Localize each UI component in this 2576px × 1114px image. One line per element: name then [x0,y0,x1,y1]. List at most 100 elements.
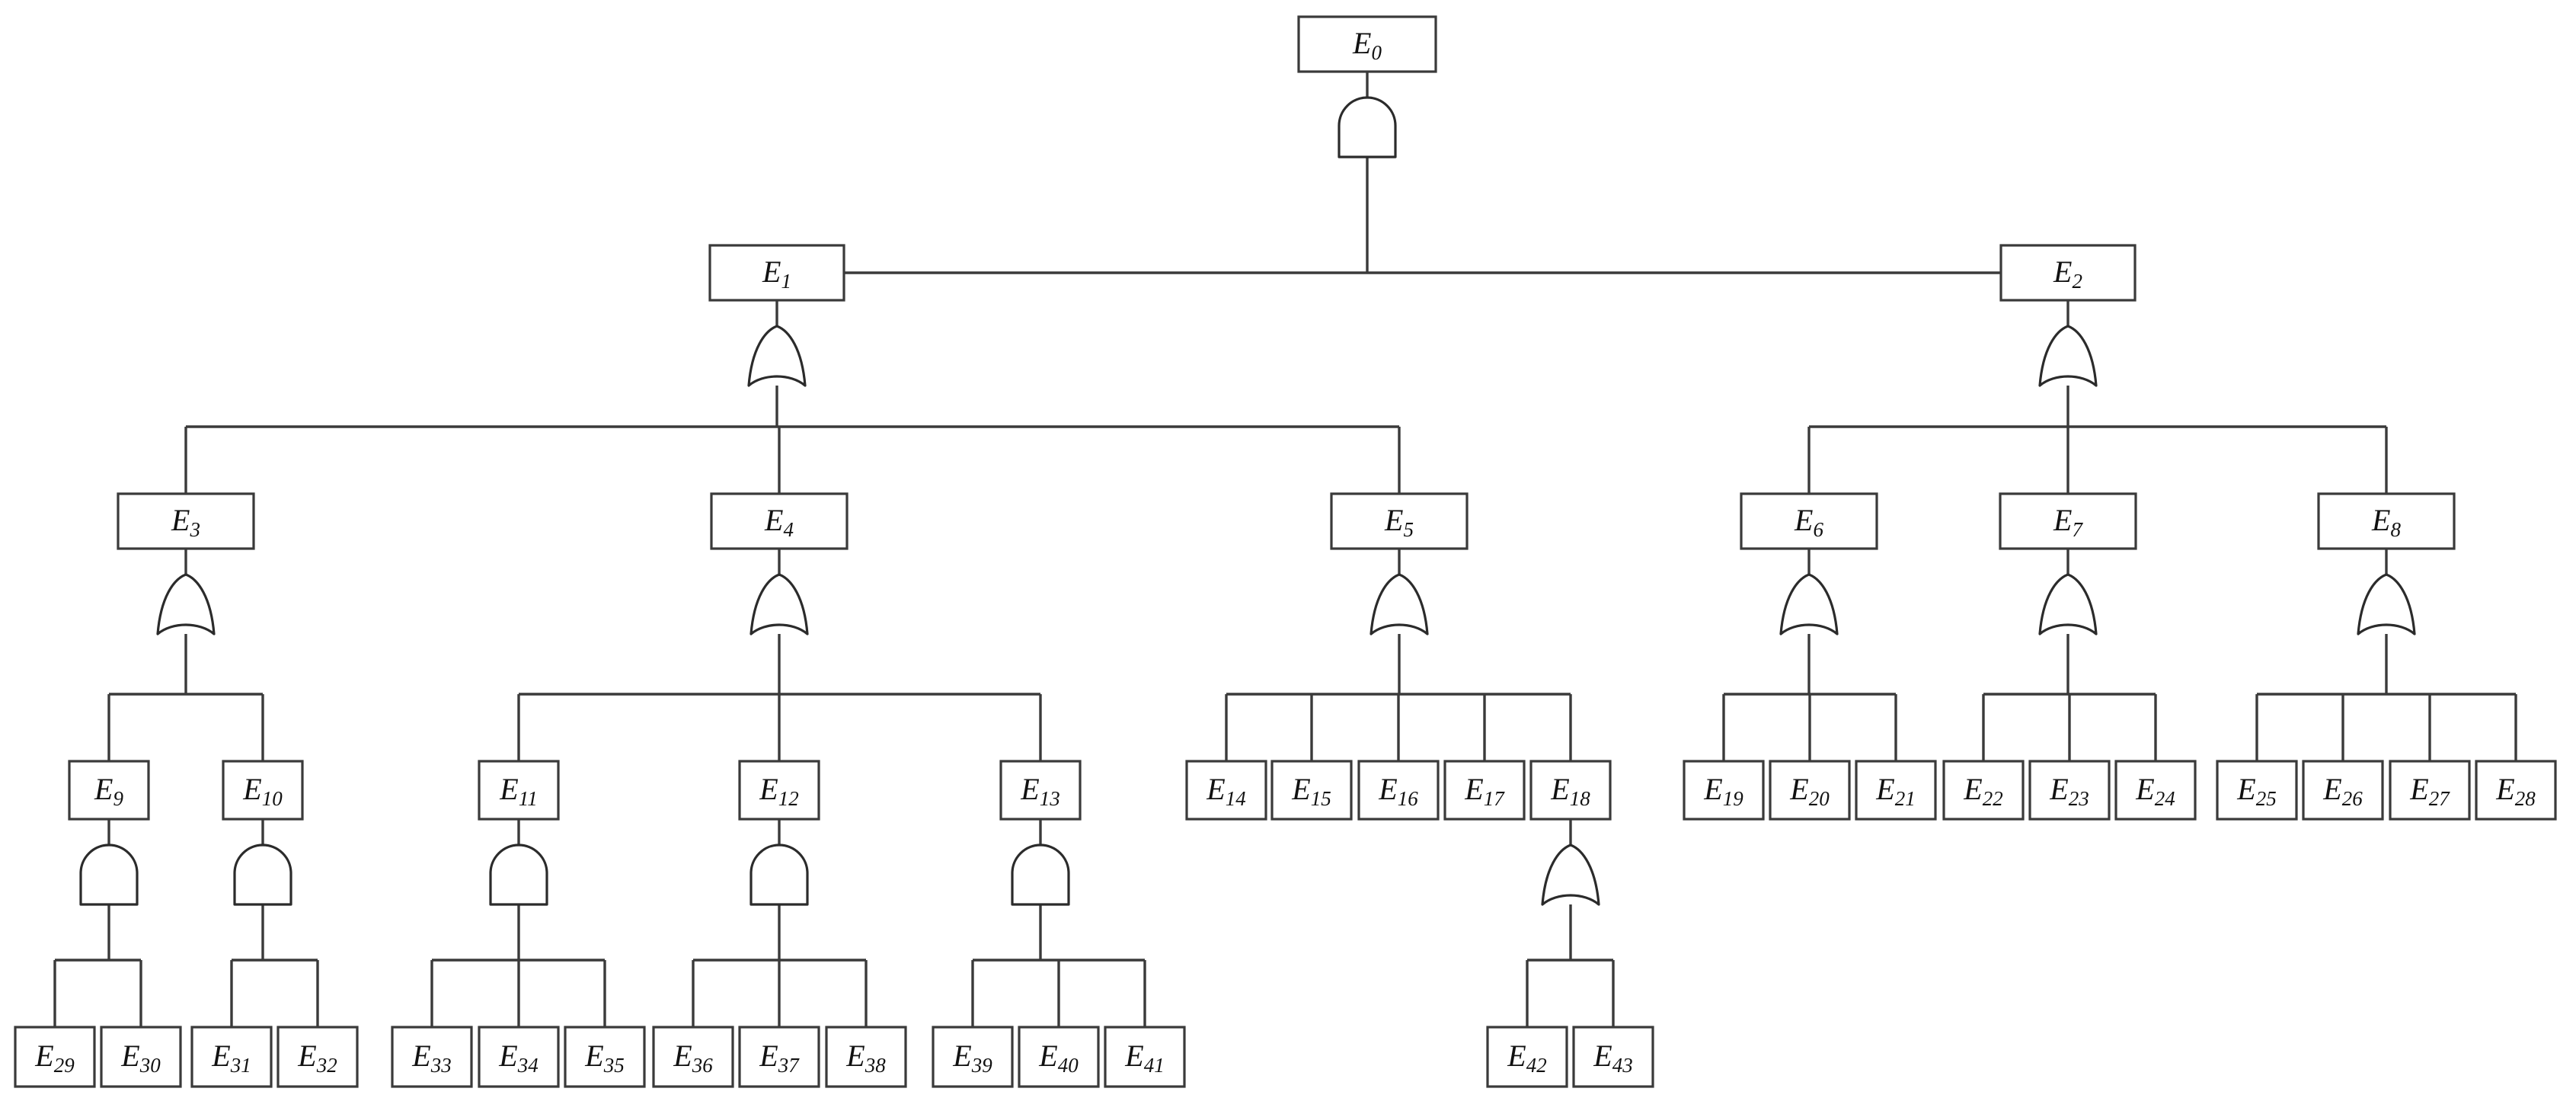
node-label: E10 [242,772,283,810]
and-gate-e10 [233,844,292,906]
and-gate-e9 [79,844,139,906]
node-e33[interactable]: E33 [391,1026,473,1088]
node-box[interactable] [14,1026,96,1088]
node-e6[interactable]: E6 [1740,492,1878,550]
node-e23[interactable]: E23 [2028,760,2111,821]
node-e8[interactable]: E8 [2317,492,2456,550]
node-e18[interactable]: E18 [1529,760,1612,821]
node-box[interactable] [68,760,150,821]
node-box[interactable] [564,1026,646,1088]
node-e19[interactable]: E19 [1683,760,1765,821]
node-box[interactable] [738,1026,820,1088]
or-gate-e18 [1541,844,1600,906]
node-e31[interactable]: E31 [190,1026,273,1088]
node-e29[interactable]: E29 [14,1026,96,1088]
node-box[interactable] [478,760,560,821]
node-e9[interactable]: E9 [68,760,150,821]
node-box[interactable] [2114,760,2197,821]
node-e35[interactable]: E35 [564,1026,646,1088]
node-e34[interactable]: E34 [478,1026,560,1088]
node-label: E16 [1378,772,1418,810]
node-e17[interactable]: E17 [1443,760,1526,821]
node-e12[interactable]: E12 [738,760,820,821]
node-e38[interactable]: E38 [825,1026,907,1088]
node-e21[interactable]: E21 [1855,760,1937,821]
node-e13[interactable]: E13 [999,760,1082,821]
node-e27[interactable]: E27 [2389,760,2471,821]
node-e41[interactable]: E41 [1104,1026,1186,1088]
node-box[interactable] [932,1026,1014,1088]
node-e30[interactable]: E30 [100,1026,182,1088]
node-e37[interactable]: E37 [738,1026,820,1088]
node-box[interactable] [1769,760,1851,821]
node-label: E12 [759,772,798,810]
node-box[interactable] [1018,1026,1100,1088]
node-box[interactable] [1443,760,1526,821]
node-e40[interactable]: E40 [1018,1026,1100,1088]
node-box[interactable] [1740,492,1878,550]
node-box[interactable] [1529,760,1612,821]
node-e2[interactable]: E2 [1999,244,2137,302]
node-label: E31 [211,1039,251,1077]
node-box[interactable] [1999,492,2137,550]
node-label: E1 [762,254,791,293]
node-e14[interactable]: E14 [1185,760,1267,821]
node-box[interactable] [1330,492,1469,550]
node-box[interactable] [1683,760,1765,821]
node-e24[interactable]: E24 [2114,760,2197,821]
node-e3[interactable]: E3 [117,492,255,550]
node-label: E34 [498,1039,538,1077]
node-e16[interactable]: E16 [1357,760,1440,821]
node-e5[interactable]: E5 [1330,492,1469,550]
node-box[interactable] [2028,760,2111,821]
node-box[interactable] [190,1026,273,1088]
node-e39[interactable]: E39 [932,1026,1014,1088]
node-box[interactable] [100,1026,182,1088]
node-e36[interactable]: E36 [652,1026,734,1088]
node-e28[interactable]: E28 [2475,760,2557,821]
node-e10[interactable]: E10 [222,760,304,821]
node-box[interactable] [2317,492,2456,550]
node-e25[interactable]: E25 [2216,760,2298,821]
node-box[interactable] [708,244,845,302]
node-e7[interactable]: E7 [1999,492,2137,550]
node-box[interactable] [1572,1026,1654,1088]
node-box[interactable] [222,760,304,821]
node-box[interactable] [2216,760,2298,821]
node-e43[interactable]: E43 [1572,1026,1654,1088]
node-box[interactable] [738,760,820,821]
node-e11[interactable]: E11 [478,760,560,821]
node-box[interactable] [1270,760,1353,821]
node-e22[interactable]: E22 [1942,760,2025,821]
node-box[interactable] [276,1026,359,1088]
node-e4[interactable]: E4 [710,492,849,550]
node-box[interactable] [1104,1026,1186,1088]
node-box[interactable] [478,1026,560,1088]
node-box[interactable] [1942,760,2025,821]
node-box[interactable] [710,492,849,550]
node-box[interactable] [117,492,255,550]
node-e1[interactable]: E1 [708,244,845,302]
node-label: E4 [764,503,794,541]
node-e42[interactable]: E42 [1486,1026,1568,1088]
node-box[interactable] [652,1026,734,1088]
node-box[interactable] [1999,244,2137,302]
node-e26[interactable]: E26 [2302,760,2384,821]
node-e20[interactable]: E20 [1769,760,1851,821]
node-box[interactable] [391,1026,473,1088]
node-box[interactable] [1297,15,1437,73]
node-e0[interactable]: E0 [1297,15,1437,73]
node-box[interactable] [1855,760,1937,821]
node-box[interactable] [1357,760,1440,821]
node-box[interactable] [825,1026,907,1088]
node-e15[interactable]: E15 [1270,760,1353,821]
node-box[interactable] [2389,760,2471,821]
node-box[interactable] [1185,760,1267,821]
node-box[interactable] [2475,760,2557,821]
node-box[interactable] [999,760,1082,821]
node-box[interactable] [2302,760,2384,821]
node-e32[interactable]: E32 [276,1026,359,1088]
node-box[interactable] [1486,1026,1568,1088]
